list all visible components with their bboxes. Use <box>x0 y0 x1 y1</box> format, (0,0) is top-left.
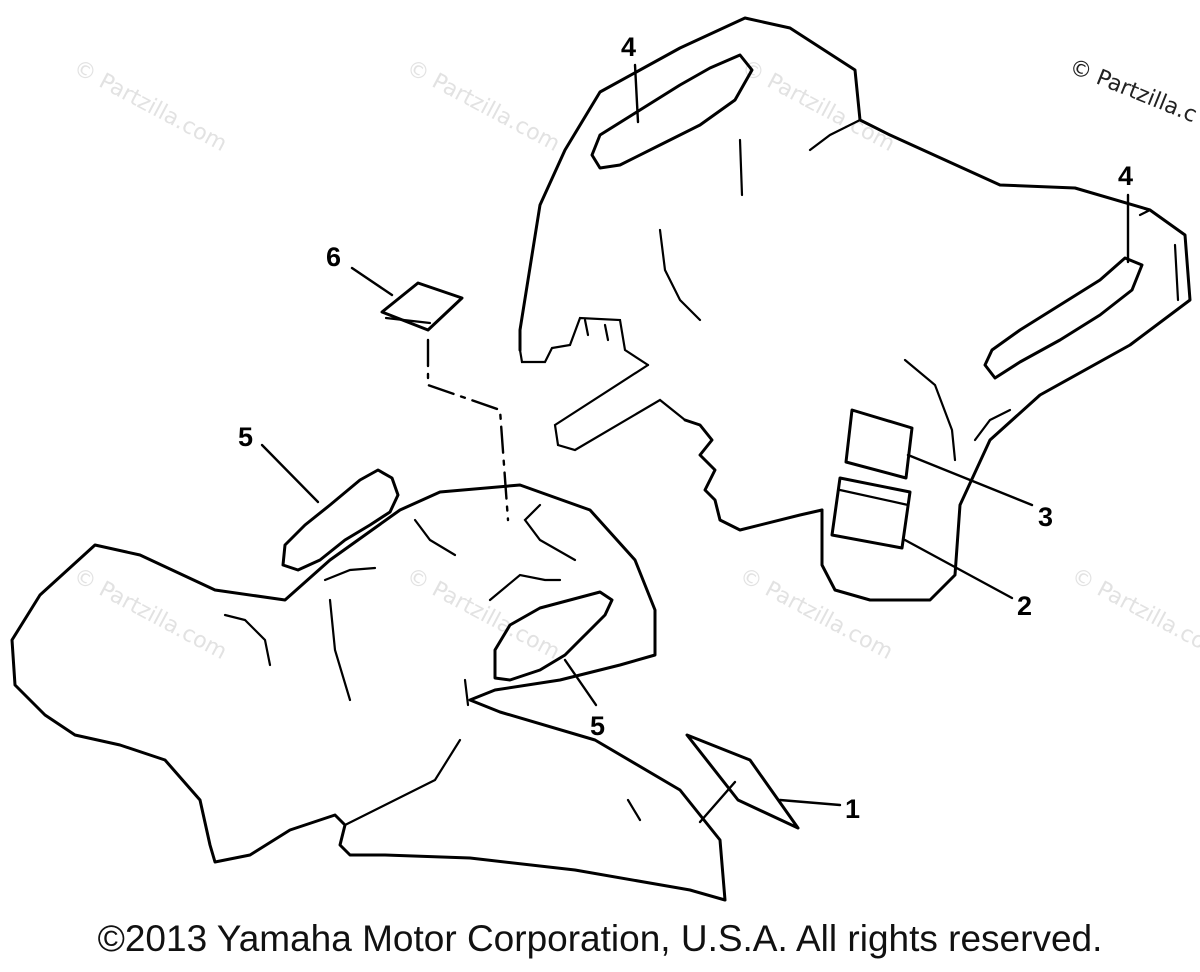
decal-2 <box>830 476 912 550</box>
callout-2: 2 <box>1017 591 1032 621</box>
rear-fender <box>518 16 1192 602</box>
watermark: © Partzilla.com <box>402 55 564 157</box>
callout-5: 5 <box>238 422 253 452</box>
watermarks: © Partzilla.com © Partzilla.com © Partzi… <box>69 54 1200 665</box>
watermark: © Partzilla.com <box>1067 563 1200 665</box>
decal-3 <box>844 408 914 480</box>
decal-6 <box>380 281 464 332</box>
callout-1: 1 <box>845 794 860 824</box>
watermark: © Partzilla.com <box>735 563 897 665</box>
callouts: 4 4 6 5 5 3 2 1 <box>238 32 1133 824</box>
watermark: © Partzilla.com <box>69 563 231 665</box>
callout-5: 5 <box>590 711 605 741</box>
decal-1 <box>685 733 800 830</box>
copyright-notice: ©2013 Yamaha Motor Corporation, U.S.A. A… <box>97 918 1103 959</box>
watermark-corner: © Partzilla.c <box>1066 54 1200 128</box>
decal-5-left <box>281 468 400 572</box>
decal-4-right <box>983 256 1144 380</box>
decal-3-stripe <box>844 408 854 464</box>
leader-lines <box>260 63 1130 824</box>
decal-2-stripe <box>838 488 910 507</box>
callout-6: 6 <box>326 242 341 272</box>
callout-4: 4 <box>621 32 636 62</box>
front-fender <box>10 483 727 902</box>
watermark: © Partzilla.com <box>737 55 899 157</box>
watermark: © Partzilla.com <box>69 55 231 157</box>
decal-5-center <box>493 590 614 682</box>
decal-4-left <box>590 53 754 170</box>
callout-4: 4 <box>1118 161 1133 191</box>
callout-3: 3 <box>1038 502 1053 532</box>
decal-6-stripe <box>384 316 432 325</box>
